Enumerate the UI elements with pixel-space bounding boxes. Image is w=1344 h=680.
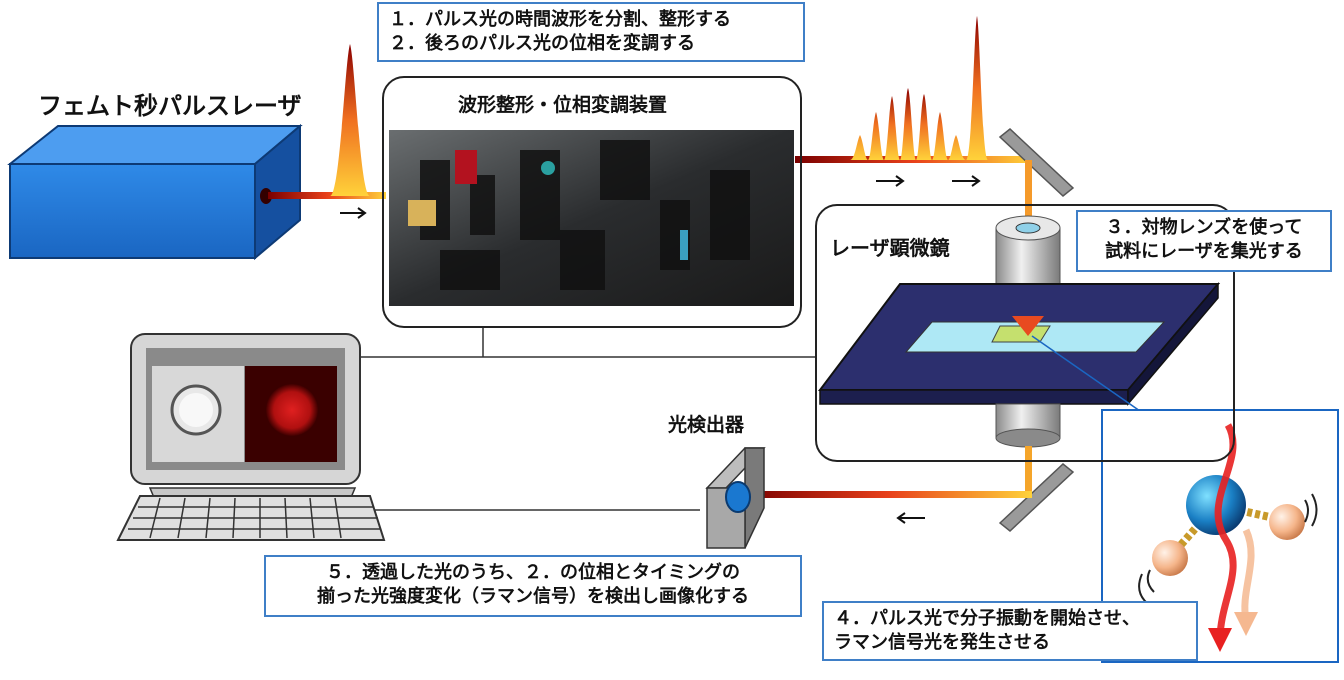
microscope-stage	[817, 281, 1221, 407]
step-3-text-line1: ３．対物レンズを使って	[1105, 217, 1303, 238]
computer-icon	[116, 333, 386, 541]
beam-segment-3	[1025, 160, 1032, 226]
callout-step-3: ３．対物レンズを使って 試料にレーザを集光する	[1076, 210, 1332, 272]
photodetector-icon	[705, 447, 766, 549]
callout-step-4: ４．パルス光で分子振動を開始させ、 ラマン信号光を発生させる	[822, 601, 1198, 661]
shaper-photo	[389, 130, 794, 306]
beam-segment-4	[1025, 446, 1032, 491]
shaper-title: 波形整形・位相変調装置	[458, 94, 668, 116]
arrow-right-icon	[952, 175, 981, 187]
step-4-text-line1: ４．パルス光で分子振動を開始させ、	[834, 608, 1140, 629]
probe-pulse-icon	[966, 16, 988, 160]
arrow-right-icon	[340, 207, 367, 219]
step-3-text-line2: 試料にレーザを集光する	[1105, 241, 1303, 262]
focus-cone	[1012, 316, 1044, 336]
detector-title: 光検出器	[668, 414, 745, 436]
beam-segment-1	[268, 192, 386, 199]
inset-pointer	[1031, 335, 1151, 419]
microscope-title: レーザ顕微鏡	[830, 236, 950, 260]
laser-box	[7, 123, 303, 261]
callout-step-5: ５．透過した光のうち、２．の位相とタイミングの 揃った光強度変化（ラマン信号）を…	[264, 555, 802, 617]
condenser-lens	[995, 403, 1061, 448]
microscope-frame	[815, 204, 1235, 462]
beam-segment-5	[745, 491, 1032, 498]
input-pulse-icon	[330, 44, 370, 196]
shaper-frame	[382, 76, 802, 328]
callout-step-1-2: １．パルス光の時間波形を分割、整形する ２．後ろのパルス光の位相を変調する	[377, 2, 805, 62]
mirror-top	[998, 128, 1075, 197]
arrow-right-icon	[876, 175, 905, 187]
arrow-left-icon	[896, 512, 925, 524]
step-4-text-line2: ラマン信号光を発生させる	[834, 632, 1050, 653]
step-2-text: ２．後ろのパルス光の位相を変調する	[389, 33, 695, 54]
step-5-text-line2: 揃った光強度変化（ラマン信号）を検出し画像化する	[317, 586, 749, 607]
step-5-text-line1: ５．透過した光のうち、２．の位相とタイミングの	[326, 562, 740, 583]
mirror-bottom	[998, 463, 1075, 532]
signal-cables	[358, 328, 815, 511]
pulse-train-icon	[850, 88, 966, 160]
laser-title: フェムト秒パルスレーザ	[38, 92, 302, 120]
step-1-text: １．パルス光の時間波形を分割、整形する	[389, 9, 731, 30]
